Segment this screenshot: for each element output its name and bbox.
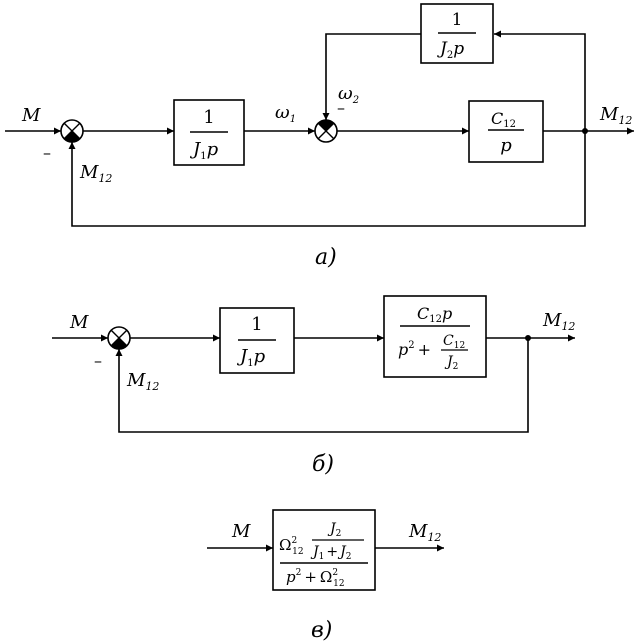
a-minus1: – <box>43 143 51 162</box>
a-block3-to-sum2 <box>322 33 421 120</box>
a-omega1-label: ω1 <box>275 102 296 125</box>
a-upper-feedback-to-block3 <box>494 30 586 131</box>
a-block2-num: C12 <box>491 109 516 130</box>
a-block3-den: J2p <box>437 39 464 61</box>
b-block2 <box>383 295 487 378</box>
c-block <box>272 509 376 591</box>
a-summer2 <box>314 119 338 143</box>
b-block2-frac-den: J2 <box>444 354 458 372</box>
a-lower-feedback <box>68 131 586 227</box>
diagram-c <box>207 509 444 591</box>
a-output-label: M12 <box>599 104 632 127</box>
b-feedback <box>115 338 529 433</box>
b-summer <box>107 326 131 350</box>
a-block3-num: 1 <box>452 10 463 30</box>
b-block1-num: 1 <box>251 314 262 335</box>
a-junction-dot <box>582 128 588 134</box>
a-input-label: M <box>21 105 41 126</box>
a-block1-den: J1p <box>189 139 219 162</box>
c-block-inner-num: J2 <box>327 521 341 539</box>
diagram-b <box>52 295 575 433</box>
a-block1-num: 1 <box>203 107 214 128</box>
b-block1-den: J1p <box>236 346 266 369</box>
c-block-inner-den: J1+J2 <box>310 544 351 562</box>
b-input-label: M <box>69 312 89 333</box>
c-caption: в) <box>311 618 332 643</box>
a-summer1 <box>60 119 84 143</box>
b-output-label: M12 <box>542 310 575 333</box>
b-block1 <box>219 307 295 374</box>
a-block3 <box>420 3 494 64</box>
a-caption: а) <box>315 245 337 270</box>
c-output-label: M12 <box>408 521 441 544</box>
a-omega2-label: ω2 <box>338 83 359 106</box>
b-block2-den-poly: p2+ <box>398 340 431 359</box>
a-block2-den: p <box>500 135 512 156</box>
b-junction-dot <box>525 335 531 341</box>
b-caption: б) <box>312 452 334 477</box>
a-minus2: – <box>337 98 345 117</box>
diagram-a <box>5 3 634 227</box>
b-feedback-label: M12 <box>126 370 159 393</box>
a-block1 <box>173 99 245 166</box>
c-input-label: M <box>231 521 251 542</box>
b-block2-num: C12p <box>417 304 452 325</box>
a-feedback-label: M12 <box>79 162 112 185</box>
a-block2 <box>468 100 544 163</box>
b-block2-frac-num: C12 <box>443 333 465 351</box>
b-minus: – <box>94 351 102 370</box>
